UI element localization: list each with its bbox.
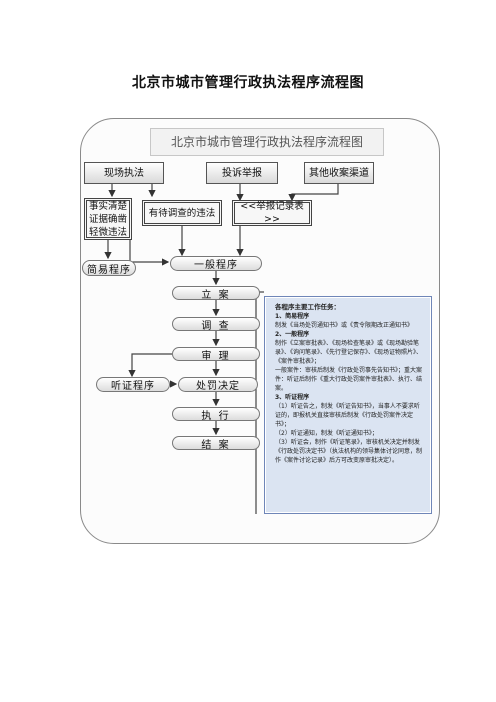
investigation-pill: 调 查	[172, 317, 260, 332]
page-title: 北京市城市管理行政执法程序流程图	[132, 75, 364, 91]
notes-section-heading: 2、一般程序	[275, 331, 310, 338]
clear-facts-minor-violation-box: 事实清楚证据确凿轻微违法	[84, 198, 132, 240]
on-site-enforcement-box: 现场执法	[84, 162, 164, 184]
notes-item: 制作《立案审批表》、《现场检查笔录》或《现场勘验笔录》、《询问笔录》、《先行登记…	[275, 340, 423, 365]
filing-pill: 立 案	[172, 286, 260, 301]
other-channel-box: 其他收案渠道	[304, 162, 374, 184]
simple-procedure-pill: 简易程序	[82, 260, 136, 276]
notes-item: 制发《当场处罚通知书》或《责令限期改正通知书》	[275, 322, 414, 329]
notes-item: （1）听证告之，制发《听证告知书》，当事人不要求听证的，即报机关直接审核后制发《…	[275, 403, 420, 428]
execution-pill: 执 行	[172, 407, 260, 422]
notes-list: 1、简易程序制发《当场处罚通知书》或《责令限期改正通知书》 2、一般程序制作《立案…	[275, 312, 425, 465]
notes-section-heading: 1、简易程序	[275, 313, 310, 320]
hearing-procedure-pill: 听证程序	[96, 377, 170, 392]
notes-item: 一般案件：审核后制发《行政处罚事先告知书》；重大案件：听证后制作《重大行政处罚案…	[275, 367, 423, 392]
notes-heading: 各程序主要工作任务：	[275, 303, 340, 311]
case-closing-pill: 结 案	[172, 436, 260, 451]
notes-section-heading: 3、听证程序	[275, 394, 310, 401]
notes-item: （2）听证通知，制发《听证通知书》；	[275, 430, 378, 437]
task-notes-panel: 各程序主要工作任务： 1、简易程序制发《当场处罚通知书》或《责令限期改正通知书》…	[264, 296, 432, 514]
general-procedure-pill: 一般程序	[170, 256, 262, 271]
notes-item: （3）听证会，制作《听证笔录》，审核机关决定并制发《行政处罚决定书》（执法机构的…	[275, 439, 423, 464]
penalty-decision-pill: 处罚决定	[178, 377, 258, 392]
complaint-report-box: 投诉举报	[206, 162, 278, 184]
pending-investigation-box: 有待调查的违法	[142, 200, 222, 226]
review-pill: 审 理	[172, 347, 260, 362]
report-record-form-box: <<举报记录表>>	[232, 200, 312, 226]
diagram-title: 北京市城市管理行政执法程序流程图	[150, 128, 384, 156]
